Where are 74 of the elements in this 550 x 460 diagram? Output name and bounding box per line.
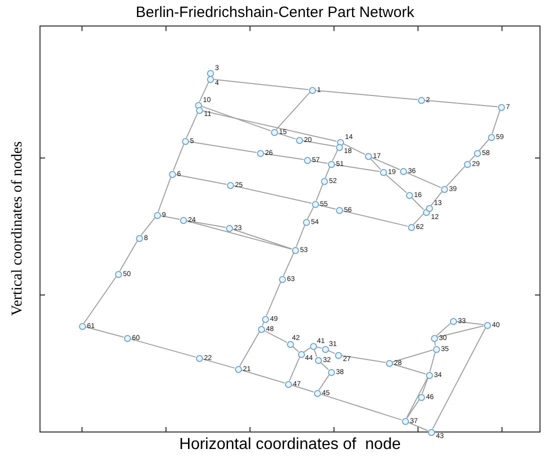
road-link	[188, 141, 258, 153]
road-link	[288, 356, 300, 382]
road-link	[436, 325, 484, 338]
road-link	[424, 100, 498, 108]
road-link	[314, 90, 418, 100]
road-link	[130, 338, 196, 358]
road-link	[282, 252, 294, 276]
road-link	[334, 164, 380, 172]
road-link	[318, 204, 336, 210]
road-link	[307, 206, 314, 220]
road-link	[262, 153, 304, 160]
road-link	[303, 347, 311, 353]
road-link	[320, 394, 402, 420]
road-link	[202, 358, 236, 369]
road-link	[318, 374, 330, 391]
road-link	[174, 174, 228, 185]
road-link	[468, 155, 476, 162]
road-link	[290, 384, 314, 392]
road-link	[232, 228, 292, 250]
road-link	[332, 150, 338, 162]
road-link	[406, 172, 442, 188]
road-link	[392, 364, 426, 374]
road-link	[422, 378, 428, 394]
road-link	[342, 143, 366, 155]
road-link	[160, 215, 180, 220]
road-link	[239, 332, 260, 366]
road-link	[342, 210, 408, 227]
road-link	[84, 276, 116, 324]
road-link	[410, 196, 424, 210]
road-link	[430, 191, 442, 206]
road-link	[186, 220, 226, 228]
road-link	[292, 346, 299, 352]
x-axis-label: Horizontal coordinates of node	[178, 436, 402, 454]
road-link	[492, 110, 500, 134]
road-link	[264, 330, 288, 343]
road-link	[119, 240, 138, 272]
road-link	[140, 217, 156, 236]
road-link	[324, 166, 330, 178]
road-link	[202, 110, 338, 142]
road-link	[240, 370, 286, 384]
road-link	[406, 399, 420, 419]
road-link	[186, 220, 292, 250]
road-link	[212, 78, 310, 90]
road-link	[406, 378, 428, 418]
road-link	[370, 156, 400, 170]
road-link	[429, 352, 436, 372]
road-link	[370, 158, 382, 170]
road-link	[84, 326, 124, 338]
road-link	[408, 422, 428, 432]
road-link	[310, 160, 328, 164]
chart-title: Berlin-Friedrichshain-Center Part Network	[134, 4, 416, 21]
road-link	[385, 174, 407, 194]
y-axis-label: Vertical coordinates of nodes	[10, 140, 26, 318]
road-link	[172, 144, 184, 172]
road-link	[276, 132, 296, 140]
road-link	[436, 322, 451, 336]
road-link	[446, 166, 466, 187]
road-link	[276, 92, 310, 130]
road-link	[266, 282, 282, 316]
road-link	[186, 112, 198, 138]
road-link	[198, 82, 210, 102]
road-link	[432, 328, 486, 430]
road-link	[340, 355, 386, 363]
road-link	[296, 224, 306, 248]
road-link	[200, 106, 272, 132]
road-link	[320, 362, 329, 370]
road-link	[158, 176, 172, 212]
road-link	[232, 185, 312, 204]
road-link	[392, 350, 434, 362]
road-link	[314, 348, 318, 358]
road-link	[302, 140, 336, 147]
road-link	[316, 184, 324, 202]
road-link	[456, 320, 484, 326]
road-link	[478, 139, 490, 151]
